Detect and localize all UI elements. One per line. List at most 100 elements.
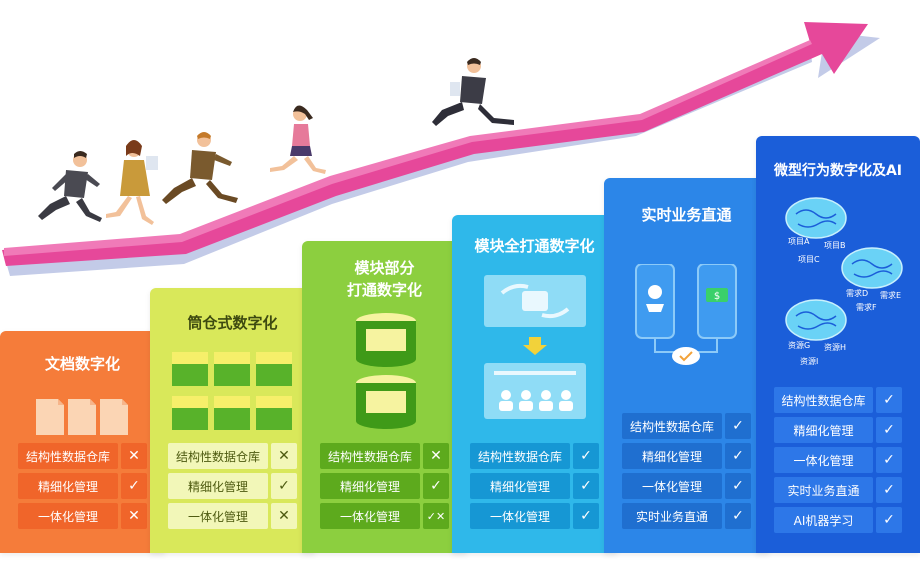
capability-label: 精细化管理 xyxy=(470,473,570,499)
stage-title: 模块全打通数字化 xyxy=(474,237,595,255)
brain-label: 资源G xyxy=(788,341,811,350)
check-icon: ✓ xyxy=(876,477,902,503)
check-icon: ✓ xyxy=(876,447,902,473)
stage-micro-behavior-ai: 微型行为数字化及AI 项目A 项目B 项目C 需求D 需求E 需求F 资源G 资… xyxy=(756,136,920,553)
brain-label: 需求D xyxy=(846,289,869,298)
brain-label: 需求F xyxy=(856,303,877,312)
capability-list: 结构性数据仓库✓ 精细化管理✓ 一体化管理✓ 实时业务直通✓ AI机器学习✓ xyxy=(774,383,902,533)
brain-label: 资源H xyxy=(824,343,847,352)
stage-title-line-1: 模块部分 xyxy=(354,259,415,277)
capability-row: 精细化管理✓ xyxy=(18,473,147,499)
silo-grid-icon xyxy=(172,352,292,430)
stage-partial-module-digitization: 模块部分 打通数字化 结构性数据仓库✕ 精细化管理✓ 一体化管理✓✕ xyxy=(302,241,467,553)
stage-full-module-digitization: 模块全打通数字化 结构性数据仓库✓ 精细化管理✓ 一体化管理✓ xyxy=(452,215,617,553)
capability-row: 一体化管理✕ xyxy=(18,503,147,529)
stage-title: 实时业务直通 xyxy=(641,206,732,224)
capability-row: 实时业务直通✓ xyxy=(774,477,902,503)
documents-icon xyxy=(36,399,128,435)
capability-label: 一体化管理 xyxy=(622,473,722,499)
capability-row: 结构性数据仓库✕ xyxy=(168,443,297,469)
capability-label: 结构性数据仓库 xyxy=(774,387,873,413)
capability-list: 结构性数据仓库✓ 精细化管理✓ 一体化管理✓ 实时业务直通✓ xyxy=(622,409,751,529)
cross-icon: ✕ xyxy=(271,503,297,529)
capability-row: 结构性数据仓库✓ xyxy=(470,443,599,469)
capability-label: 一体化管理 xyxy=(18,503,118,529)
runner-3 xyxy=(162,132,238,204)
ai-brain-network-icon xyxy=(785,197,903,341)
capability-label: 结构性数据仓库 xyxy=(320,443,420,469)
capability-row: 结构性数据仓库✕ xyxy=(18,443,147,469)
check-icon: ✓ xyxy=(876,507,902,533)
check-icon: ✓ xyxy=(725,473,751,499)
capability-row: 结构性数据仓库✓ xyxy=(774,387,902,413)
check-icon: ✓ xyxy=(725,413,751,439)
stage-title-line-2: 打通数字化 xyxy=(346,281,422,299)
partial-check-icon: ✓✕ xyxy=(423,503,449,529)
capability-label: 结构性数据仓库 xyxy=(168,443,268,469)
capability-label: 实时业务直通 xyxy=(774,477,873,503)
runner-1 xyxy=(38,151,102,222)
capability-row: 一体化管理✓ xyxy=(470,503,599,529)
check-icon: ✓ xyxy=(725,443,751,469)
capability-label: 结构性数据仓库 xyxy=(470,443,570,469)
capability-row: 一体化管理✓ xyxy=(774,447,902,473)
capability-label: 一体化管理 xyxy=(774,447,873,473)
capability-row: 精细化管理✓ xyxy=(774,417,902,443)
mobile-payment-icon: $ xyxy=(635,264,737,365)
cross-icon: ✕ xyxy=(121,443,147,469)
capability-row: 一体化管理✕ xyxy=(168,503,297,529)
capability-label: AI机器学习 xyxy=(774,507,873,533)
capability-list: 结构性数据仓库✕ 精细化管理✓ 一体化管理✓✕ xyxy=(320,439,449,529)
runner-2 xyxy=(106,140,158,225)
cross-icon: ✕ xyxy=(423,443,449,469)
capability-label: 结构性数据仓库 xyxy=(622,413,722,439)
capability-row: 精细化管理✓ xyxy=(168,473,297,499)
capability-list: 结构性数据仓库✕ 精细化管理✓ 一体化管理✕ xyxy=(18,439,147,529)
stage-document-digitization: 文档数字化 结构性数据仓库✕ 精细化管理✓ 一体化管理✕ xyxy=(0,331,165,553)
integration-flow-icon xyxy=(484,275,586,419)
check-icon: ✓ xyxy=(121,473,147,499)
check-icon: ✓ xyxy=(573,443,599,469)
database-cylinders-icon xyxy=(356,313,416,429)
brain-label: 资源I xyxy=(800,357,819,366)
brain-label-layer: 项目A 项目B 项目C 需求D 需求E 需求F 资源G 资源H 资源I xyxy=(756,136,920,376)
capability-row: 一体化管理✓✕ xyxy=(320,503,449,529)
capability-label: 精细化管理 xyxy=(320,473,420,499)
capability-label: 精细化管理 xyxy=(774,417,873,443)
capability-row: 实时业务直通✓ xyxy=(622,503,751,529)
cross-icon: ✕ xyxy=(271,443,297,469)
svg-text:$: $ xyxy=(714,291,720,302)
check-icon: ✓ xyxy=(423,473,449,499)
stage-silo-digitization: 筒仓式数字化 结构性数据仓库✕ 精细化管理✓ 一体化管理✕ xyxy=(150,288,315,553)
runner-5 xyxy=(432,58,514,126)
capability-row: AI机器学习✓ xyxy=(774,507,902,533)
capability-label: 精细化管理 xyxy=(622,443,722,469)
capability-list: 结构性数据仓库✓ 精细化管理✓ 一体化管理✓ xyxy=(470,439,599,529)
check-icon: ✓ xyxy=(271,473,297,499)
runner-4 xyxy=(270,105,326,174)
capability-label: 一体化管理 xyxy=(320,503,420,529)
brain-label: 需求E xyxy=(880,291,902,300)
capability-label: 一体化管理 xyxy=(168,503,268,529)
check-icon: ✓ xyxy=(725,503,751,529)
check-icon: ✓ xyxy=(573,503,599,529)
stage-realtime-business: 实时业务直通 $ 结构性数据仓库✓ 精细化管理✓ 一体化管理✓ 实时业务直通✓ xyxy=(604,178,769,553)
stage-title: 文档数字化 xyxy=(44,355,120,373)
capability-row: 一体化管理✓ xyxy=(622,473,751,499)
capability-row: 精细化管理✓ xyxy=(470,473,599,499)
stage-title: 筒仓式数字化 xyxy=(187,314,278,332)
cross-icon: ✕ xyxy=(121,503,147,529)
capability-label: 一体化管理 xyxy=(470,503,570,529)
check-icon: ✓ xyxy=(876,417,902,443)
stage-title: 微型行为数字化及AI xyxy=(773,163,903,179)
brain-label: 项目A xyxy=(788,237,810,246)
capability-label: 精细化管理 xyxy=(18,473,118,499)
brain-label: 项目C xyxy=(798,255,820,264)
capability-label: 精细化管理 xyxy=(168,473,268,499)
capability-label: 实时业务直通 xyxy=(622,503,722,529)
capability-row: 精细化管理✓ xyxy=(320,473,449,499)
capability-row: 结构性数据仓库✕ xyxy=(320,443,449,469)
capability-row: 精细化管理✓ xyxy=(622,443,751,469)
check-icon: ✓ xyxy=(573,473,599,499)
